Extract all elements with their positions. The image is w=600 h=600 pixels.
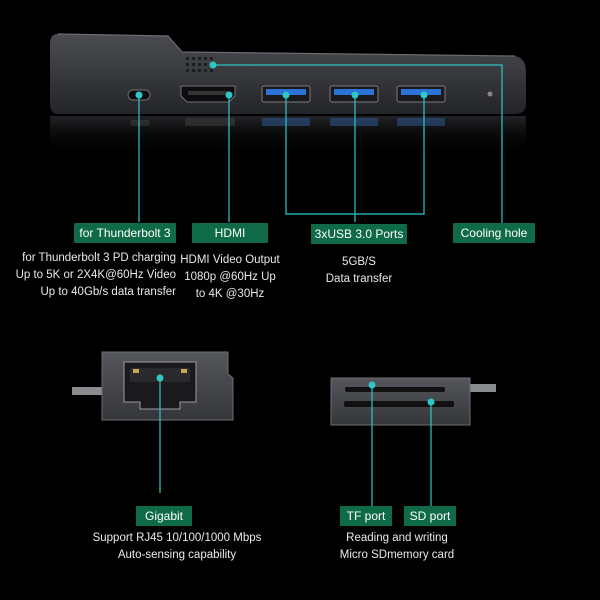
gigabit-dot [156,374,164,382]
sd-dot [427,398,435,406]
usb-description: 5GB/S Data transfer [315,254,403,288]
hdmi-description: HDMI Video Output 1080p @60Hz Up to 4K @… [180,252,280,303]
hdmi-label: HDMI [192,223,268,243]
hdmi-desc-line: 1080p @60Hz Up [184,271,276,283]
tf-dot [368,381,376,389]
thunderbolt-description: for Thunderbolt 3 PD charging Up to 5K o… [16,250,176,301]
ethernet-description: Support RJ45 10/100/1000 Mbps Auto-sensi… [82,530,272,564]
hdmi-dot [225,91,233,99]
card-reader-description: Reading and writing Micro SDmemory card [322,530,472,564]
gigabit-label: Gigabit [136,506,192,526]
hdmi-desc-line: to 4K @30Hz [195,288,265,300]
usb-dot-1 [282,91,290,99]
card-reader-desc-line: Micro SDmemory card [339,549,455,561]
hdmi-desc-line: HDMI Video Output [180,254,280,266]
tf-slot [345,387,445,392]
cooling-label: Cooling hole [453,223,535,243]
card-reader-desc-line: Reading and writing [346,532,448,544]
thunderbolt-desc-line: for Thunderbolt 3 PD charging [22,252,176,264]
thunderbolt-dot [135,91,143,99]
thunderbolt-label: for Thunderbolt 3 [74,223,176,243]
thunderbolt-desc-line: Up to 5K or 2X4K@60Hz Video [15,269,176,281]
tf-port-label: TF port [340,506,392,526]
thunderbolt-desc-line: Up to 40Gb/s data transfer [40,286,176,298]
cooling-dot [209,61,217,69]
usb-label: 3xUSB 3.0 Ports [311,224,407,244]
usb-desc-line: 5GB/S [342,256,376,268]
usb-desc-line: Data transfer [325,273,393,285]
card-reader [330,377,496,426]
sd-port-label: SD port [404,506,456,526]
usb-dot-2 [351,91,359,99]
sd-slot [344,401,454,407]
callout-lines-top [138,64,503,224]
ethernet-desc-line: Auto-sensing capability [117,549,237,561]
ethernet-desc-line: Support RJ45 10/100/1000 Mbps [92,532,262,544]
ethernet-adapter [72,351,234,421]
usb-dot-3 [420,91,428,99]
indicator-led [487,91,493,97]
